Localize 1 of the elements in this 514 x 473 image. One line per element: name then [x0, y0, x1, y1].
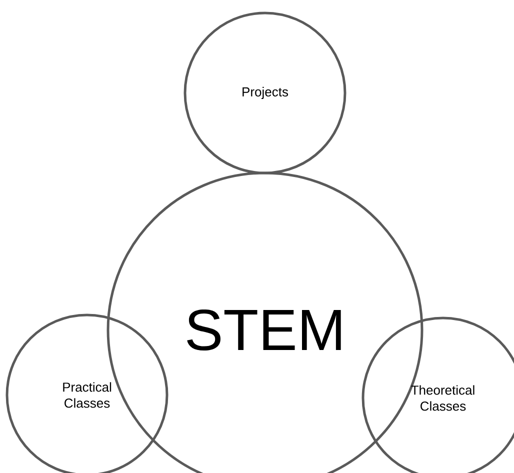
circle-node: Projects: [184, 12, 346, 174]
